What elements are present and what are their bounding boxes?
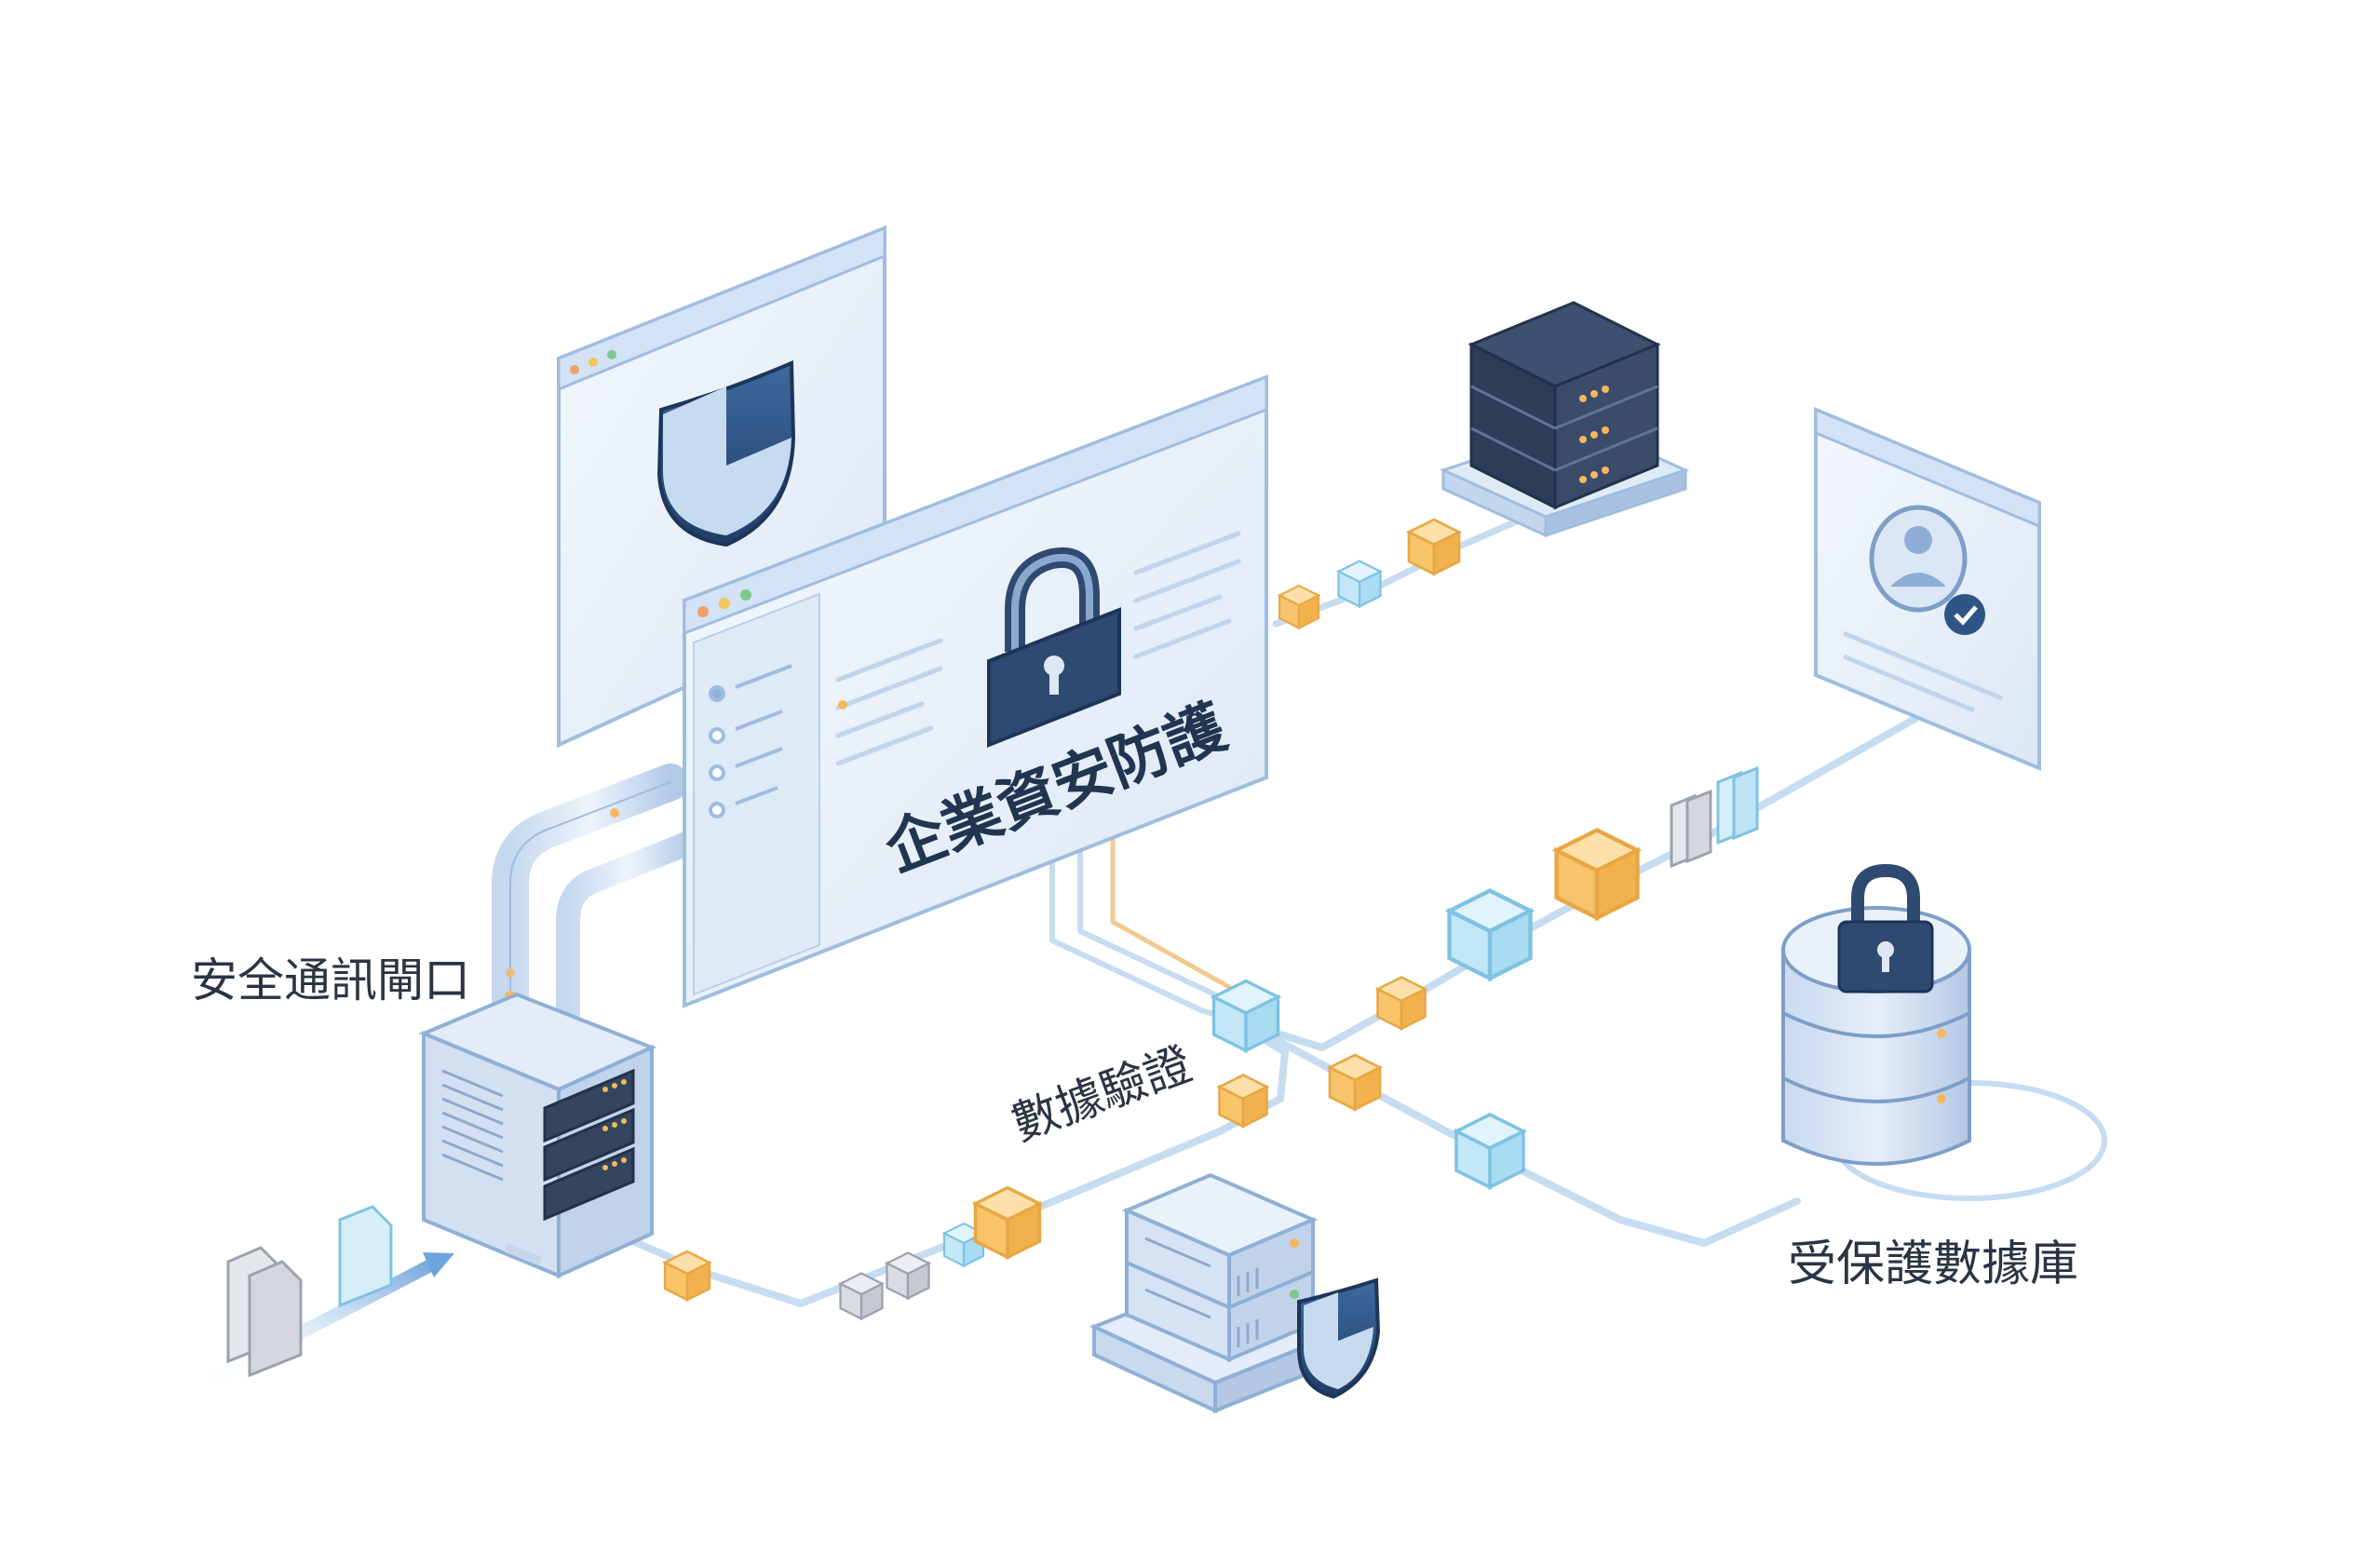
server-icon bbox=[1468, 301, 1661, 510]
cube-orange bbox=[971, 1185, 1044, 1261]
gateway-server bbox=[418, 992, 657, 1279]
cube-orange bbox=[1326, 1053, 1384, 1112]
cube-orange bbox=[662, 1250, 712, 1302]
main-window: 企業資安防護 bbox=[683, 374, 1268, 1008]
cube-blue bbox=[1444, 888, 1536, 982]
gateway-label: 安全通訊閘口 bbox=[191, 953, 470, 1007]
user-check-icon bbox=[1869, 505, 1985, 635]
gateway-pipes bbox=[492, 764, 701, 1052]
incoming-arrow-head bbox=[423, 1252, 454, 1277]
sidebar-items bbox=[709, 664, 792, 818]
database bbox=[1781, 863, 1971, 1166]
database-label: 受保護數據庫 bbox=[1788, 1237, 2078, 1292]
lock-icon bbox=[987, 547, 1121, 748]
data-cubes bbox=[662, 518, 1759, 1321]
content-lines bbox=[835, 531, 1241, 766]
document-icon bbox=[226, 1205, 393, 1378]
cube-blue bbox=[1452, 1112, 1528, 1190]
cube-blue bbox=[1210, 979, 1282, 1054]
validation-server bbox=[1089, 1172, 1381, 1414]
line-to-top-server bbox=[1272, 513, 1531, 628]
shield-icon bbox=[656, 359, 796, 547]
cube-orange bbox=[1216, 1074, 1270, 1129]
line-panel-down-2 bbox=[1077, 835, 1241, 1008]
line-panel-down-orange bbox=[1110, 835, 1232, 990]
incoming-arrow bbox=[189, 1255, 444, 1394]
cube-blue bbox=[1335, 560, 1384, 609]
cube-orange bbox=[1277, 584, 1321, 630]
cube-orange bbox=[1405, 518, 1463, 576]
lock-icon bbox=[1837, 863, 1934, 994]
user-window bbox=[1814, 407, 2041, 771]
line-gateway-out bbox=[602, 1021, 1289, 1307]
cube-gray bbox=[884, 1251, 932, 1301]
shield-icon bbox=[1297, 1277, 1381, 1399]
cube-orange bbox=[1374, 976, 1428, 1031]
document-icon bbox=[1670, 765, 1759, 869]
server-icon bbox=[1121, 1172, 1319, 1363]
validation-label: 數據驗證 bbox=[1005, 1036, 1198, 1151]
cube-gray bbox=[837, 1272, 886, 1321]
cube-orange bbox=[1551, 828, 1643, 922]
top-server bbox=[1439, 301, 1690, 538]
